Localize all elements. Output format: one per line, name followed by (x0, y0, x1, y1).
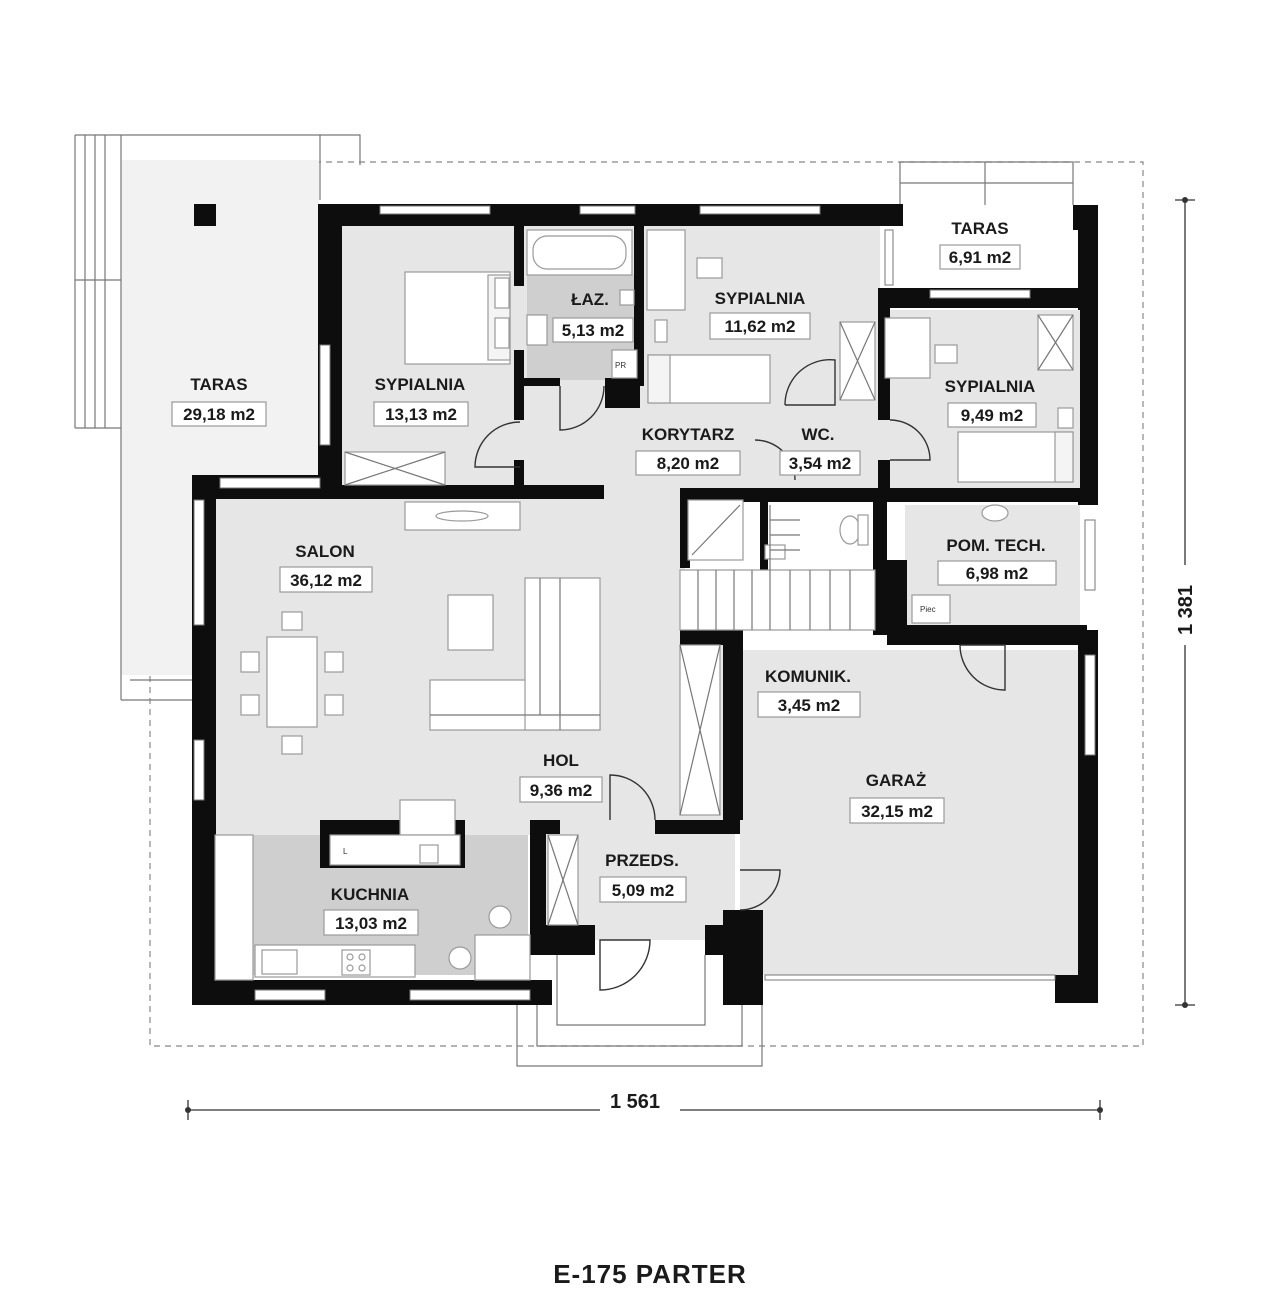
kitchen-l-label: L (343, 847, 348, 856)
room-area-kuchnia: 13,03 m2 (335, 914, 407, 933)
room-name-hol: HOL (543, 751, 579, 770)
room-name-taras-left: TARAS (190, 375, 247, 394)
room-name-sypialnia-3: SYPIALNIA (945, 377, 1036, 396)
piec-label: Piec (920, 605, 936, 614)
entry-closet (547, 644, 721, 926)
room-area-sypialnia-1: 13,13 m2 (385, 405, 457, 424)
entrance-porch (516, 955, 763, 1067)
room-name-kuchnia: KUCHNIA (331, 885, 409, 904)
dimension-height: 1 381 (1170, 197, 1198, 1008)
room-name-lazienka: ŁAZ. (571, 290, 609, 309)
room-area-pom-tech: 6,98 m2 (966, 564, 1028, 583)
kitchen-furniture: L (214, 799, 531, 981)
room-area-hol: 9,36 m2 (530, 781, 592, 800)
room-area-przeds: 5,09 m2 (612, 881, 674, 900)
bedroom-1-furniture (344, 271, 511, 486)
room-area-wc: 3,54 m2 (789, 454, 851, 473)
salon-furniture (240, 501, 601, 755)
room-name-salon: SALON (295, 542, 355, 561)
windows (193, 205, 1096, 1001)
bathroom-furniture: PR (526, 229, 638, 379)
height-dimension-label: 1 381 (1175, 585, 1197, 635)
room-name-sypialnia-2: SYPIALNIA (715, 289, 806, 308)
tech-room-furniture: Piec (911, 504, 1009, 624)
room-area-korytarz: 8,20 m2 (657, 454, 719, 473)
room-area-garaz: 32,15 m2 (861, 802, 933, 821)
room-area-sypialnia-3: 9,49 m2 (961, 406, 1023, 425)
bedroom-2-furniture (646, 229, 876, 404)
room-area-sypialnia-2: 11,62 m2 (725, 317, 796, 336)
room-name-komunik: KOMUNIK. (765, 667, 851, 686)
dimension-width: 1 561 (185, 1090, 1103, 1120)
plan-title: E-175 PARTER (553, 1259, 747, 1289)
wc-furniture (687, 499, 869, 561)
room-name-garaz: GARAŻ (866, 771, 926, 790)
room-name-wc: WC. (801, 425, 834, 444)
room-name-korytarz: KORYTARZ (642, 425, 735, 444)
room-area-komunik: 3,45 m2 (778, 696, 840, 715)
bedroom-3-furniture (884, 314, 1074, 483)
room-area-taras-left: 29,18 m2 (183, 405, 255, 424)
room-name-pom-tech: POM. TECH. (946, 536, 1045, 555)
room-name-sypialnia-1: SYPIALNIA (375, 375, 466, 394)
staircase (679, 505, 876, 631)
room-labels: TARAS 29,18 m2 SYPIALNIA 13,13 m2 ŁAZ. 5… (171, 219, 1057, 936)
room-name-taras-right: TARAS (951, 219, 1008, 238)
room-area-taras-right: 6,91 m2 (949, 248, 1011, 267)
room-name-przeds: PRZEDS. (605, 851, 679, 870)
width-dimension-label: 1 561 (610, 1091, 660, 1113)
room-area-lazienka: 5,13 m2 (562, 321, 624, 340)
room-area-salon: 36,12 m2 (290, 571, 362, 590)
pr-label: PR (615, 361, 626, 370)
